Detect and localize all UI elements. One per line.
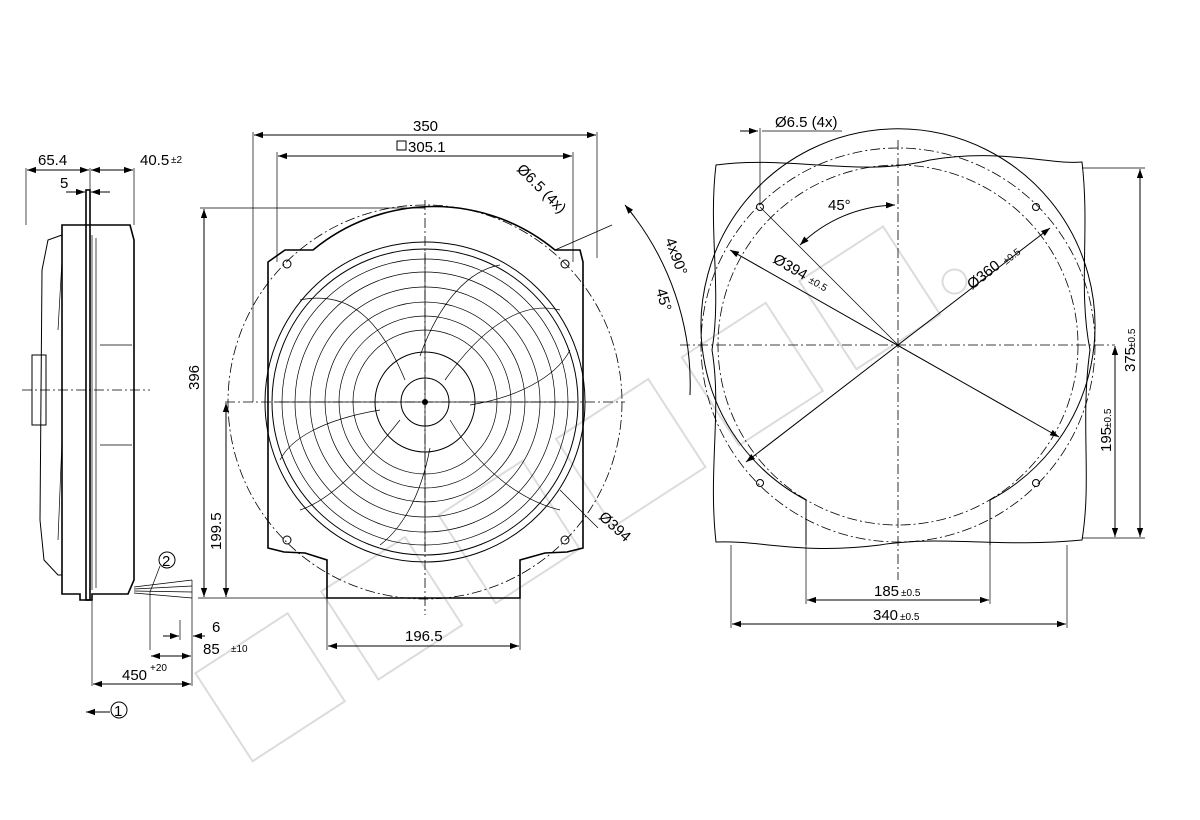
cutout-dia360-tol: ±0.5 bbox=[1001, 246, 1023, 267]
callout-2: 2 bbox=[162, 553, 170, 570]
side-flange-dim: 5 bbox=[60, 175, 68, 192]
cutout-height-tol: ±0.5 bbox=[1127, 328, 1138, 348]
side-overhang-tol: ±2 bbox=[171, 155, 182, 166]
front-bolt-square-dim: 305.1 bbox=[408, 139, 446, 156]
cutout-notch-height-tol: ±0.5 bbox=[1103, 408, 1114, 428]
cutout-height-dim: 375 bbox=[1122, 347, 1139, 372]
front-view: 350 305.1 Ø6.5 (4x) 4x90° 45° 396 199.5 … bbox=[186, 118, 691, 650]
cutout-notch-height-dim: 195 bbox=[1098, 427, 1115, 452]
side-overhang-dim: 40.5 bbox=[140, 152, 169, 169]
side-depth-dim: 65.4 bbox=[38, 152, 67, 169]
side-view: 65.4 40.5 ±2 5 2 6 85 ±10 450 +20 1 bbox=[22, 152, 248, 720]
front-angle-offset: 45° bbox=[652, 287, 674, 313]
watermark-logo bbox=[193, 225, 968, 763]
cutout-notch-width-tol: ±0.5 bbox=[901, 588, 921, 599]
callout-1: 1 bbox=[114, 703, 122, 720]
front-angle-spacing: 4x90° bbox=[661, 236, 690, 278]
lead-length-dim: 85 bbox=[203, 641, 220, 658]
cutout-width-dim: 340 bbox=[873, 607, 898, 624]
front-hole-label: Ø6.5 (4x) bbox=[513, 161, 569, 217]
cutout-angle: 45° bbox=[828, 197, 851, 214]
cable-length-tol: +20 bbox=[150, 663, 167, 674]
cutout-view: Ø394 ±0.5 Ø360 ±0.5 45° Ø6.5 (4x) 375 ±0… bbox=[680, 114, 1145, 628]
front-diameter-dim: Ø394 bbox=[595, 508, 634, 545]
front-width-dim: 350 bbox=[413, 118, 438, 135]
cutout-dia394-tol: ±0.5 bbox=[807, 275, 830, 294]
lead-length-tol: ±10 bbox=[231, 644, 248, 655]
cutout-dia394-dim: Ø394 bbox=[770, 251, 810, 284]
front-center-height-dim: 199.5 bbox=[208, 512, 225, 550]
cable-length-dim: 450 bbox=[122, 667, 147, 684]
cutout-hole-label: Ø6.5 (4x) bbox=[775, 114, 838, 131]
front-height-dim: 396 bbox=[186, 365, 203, 390]
cutout-dia360-dim: Ø360 bbox=[964, 257, 1003, 293]
cable-strip-dim: 6 bbox=[212, 619, 220, 636]
cutout-notch-width-dim: 185 bbox=[874, 583, 899, 600]
front-base-width-dim: 196.5 bbox=[405, 628, 443, 645]
cutout-width-tol: ±0.5 bbox=[900, 612, 920, 623]
